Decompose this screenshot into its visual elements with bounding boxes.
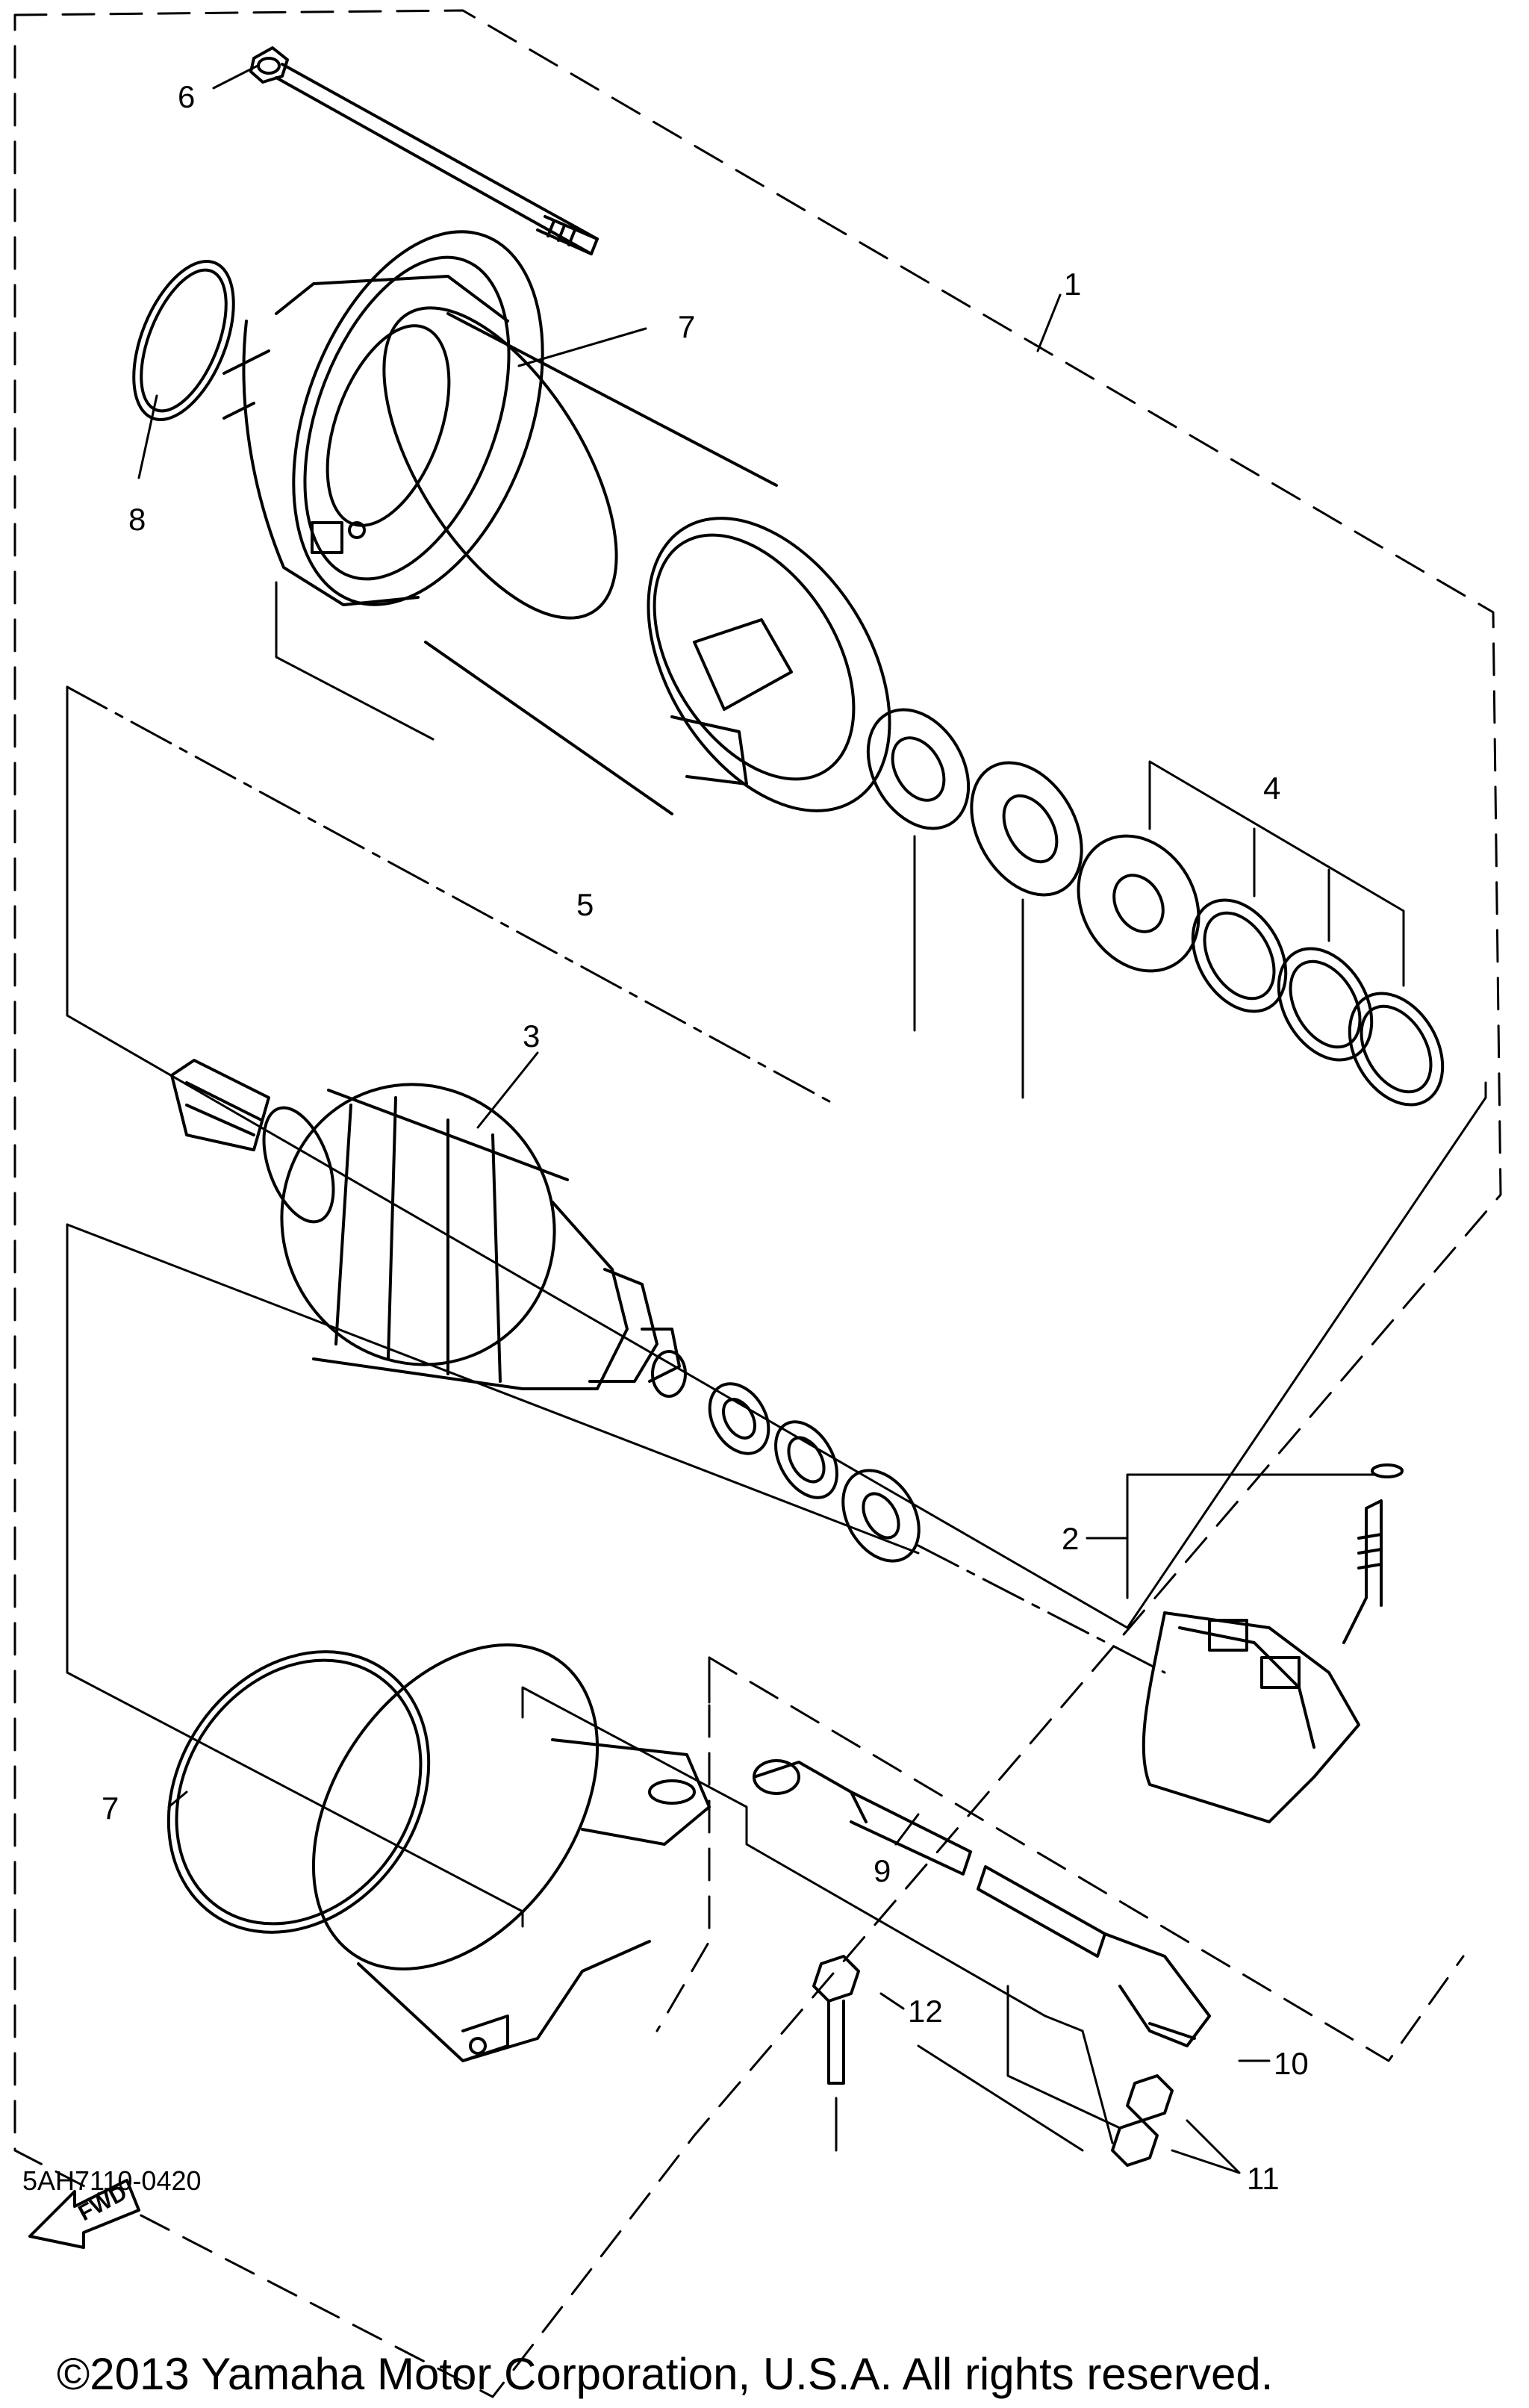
callout-11: 11 xyxy=(1247,2161,1280,2196)
lead-wire xyxy=(753,1759,972,1876)
copyright-notice: ©2013 Yamaha Motor Corporation, U.S.A. A… xyxy=(57,2349,1274,2399)
callout-7-lower: 7 xyxy=(102,1791,119,1826)
callout-12: 12 xyxy=(908,1994,943,2029)
screw xyxy=(812,1955,860,2085)
callout-8: 8 xyxy=(128,502,146,537)
brush-holder xyxy=(1142,1463,1404,1823)
washer-set xyxy=(1077,834,1445,1107)
nut-upper xyxy=(1126,2074,1174,2122)
diagram-code: 5AH7110-0420 xyxy=(22,2165,202,2196)
callout-4: 4 xyxy=(1263,771,1280,806)
oil-seal xyxy=(970,761,1083,897)
callout-5: 5 xyxy=(576,887,594,922)
armature xyxy=(170,1059,687,1398)
terminal-connector xyxy=(977,1865,1211,2047)
callout-7-upper: 7 xyxy=(678,309,695,344)
yoke-housing xyxy=(382,306,891,815)
through-bolt xyxy=(249,46,599,255)
callout-2: 2 xyxy=(1062,1521,1079,1556)
assembly-boundary xyxy=(13,9,1502,2398)
nut-lower xyxy=(1111,2119,1159,2167)
o-ring-7-lower xyxy=(166,1650,431,1934)
callout-3: 3 xyxy=(523,1018,540,1054)
o-ring-8 xyxy=(132,260,235,421)
front-cover xyxy=(222,230,544,606)
callout-6: 6 xyxy=(178,79,195,114)
callout-1: 1 xyxy=(1064,267,1081,302)
bearing xyxy=(866,708,971,830)
callout-10: 10 xyxy=(1274,2046,1309,2081)
rear-cover xyxy=(311,1643,711,2062)
callout-9: 9 xyxy=(874,1853,891,1888)
